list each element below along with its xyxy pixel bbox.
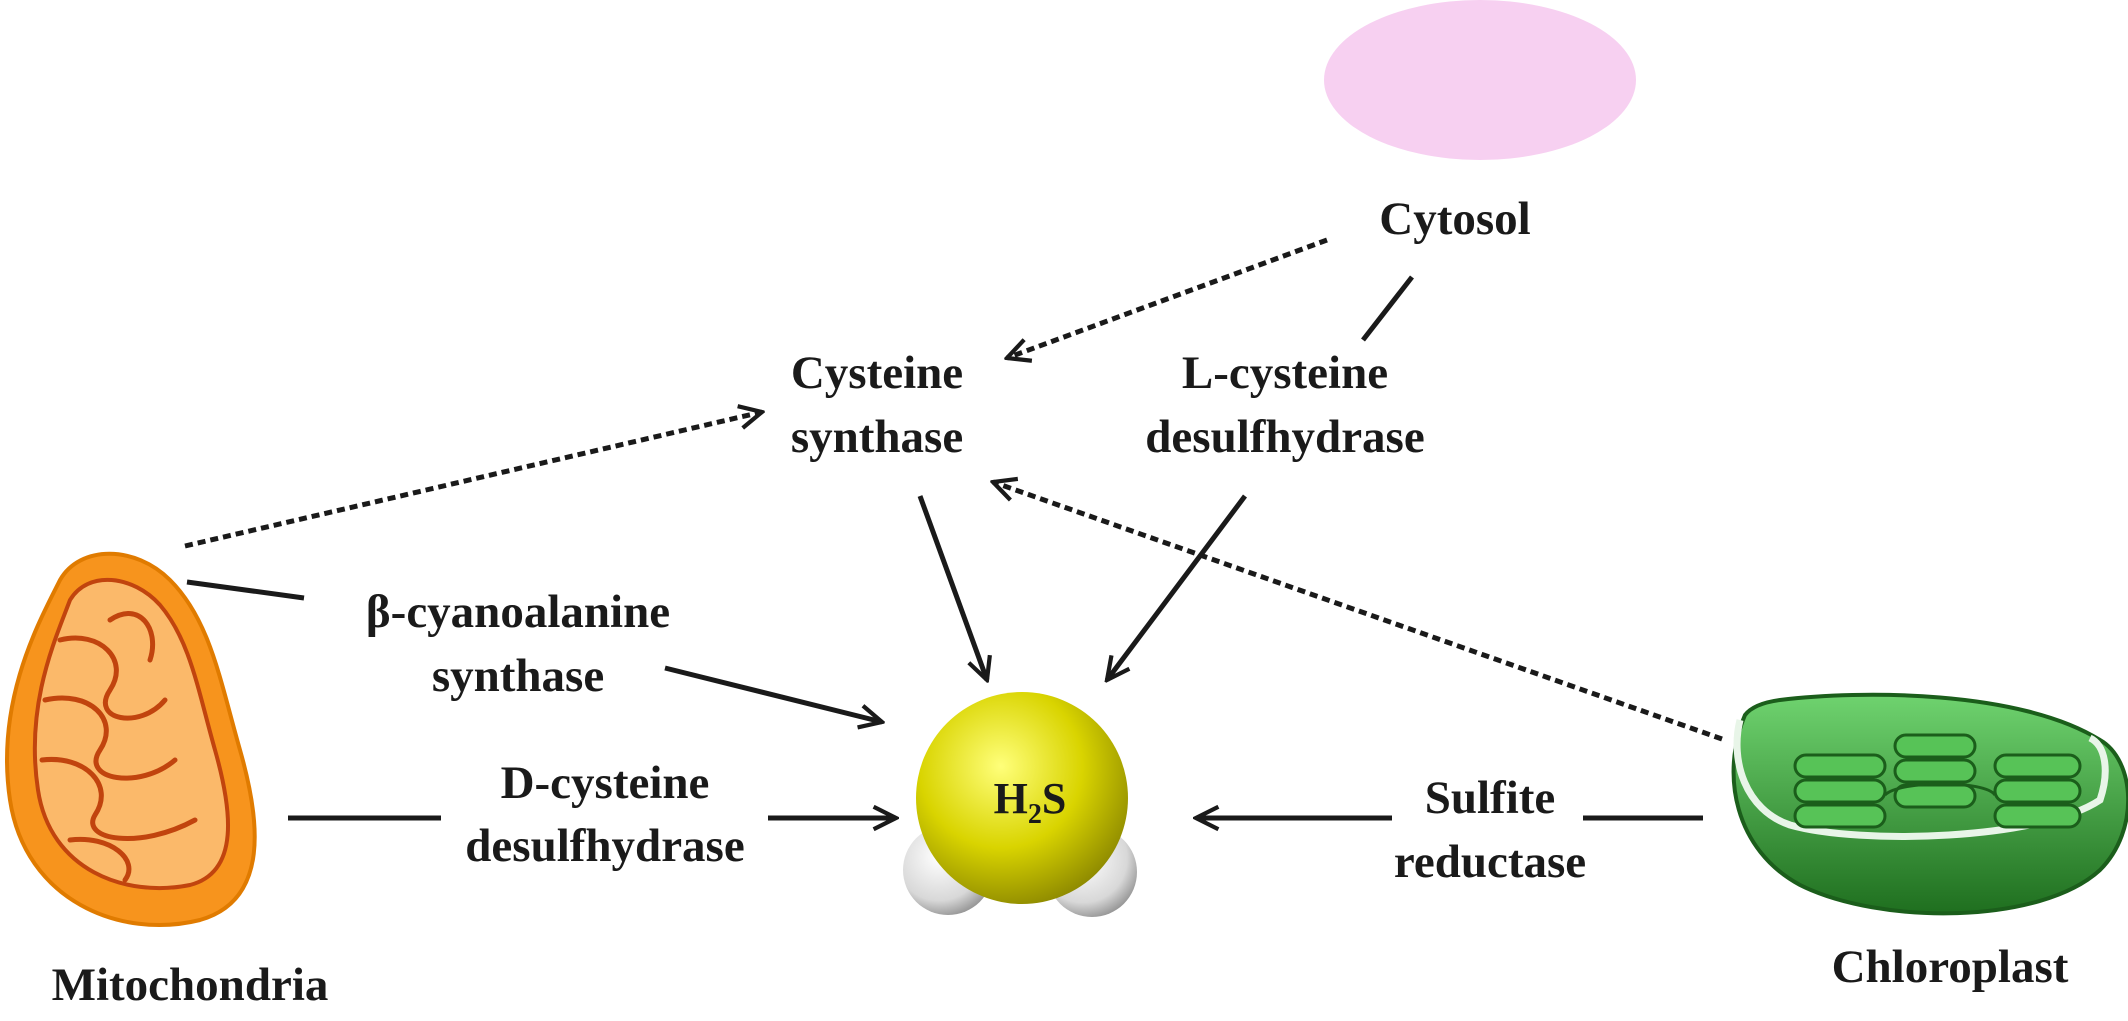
h2s-formula-label: H2S <box>994 774 1067 830</box>
beta-cyanoalanine-synthase-label-line1: β-cyanoalanine <box>366 586 670 638</box>
h2s-h: H <box>994 774 1028 823</box>
mitochondria-label: Mitochondria <box>52 959 329 1011</box>
h2s-molecule-icon <box>903 692 1137 917</box>
cytosol-icon <box>1324 0 1636 160</box>
mitochondria-connector <box>186 579 305 601</box>
beta-cyanoalanine-synthase-to-h2s-arrow <box>664 665 882 722</box>
chloroplast-label: Chloroplast <box>1832 941 2069 993</box>
l-cysteine-desulfhydrase-to-h2s-arrow <box>1107 494 1247 680</box>
h2s-subscript: 2 <box>1028 799 1042 830</box>
cysteine-synthase-to-h2s-arrow <box>917 495 987 680</box>
sulfite-reductase-label-line1: Sulfite <box>1425 772 1556 824</box>
d-cysteine-desulfhydrase-label-line2: desulfhydrase <box>465 820 744 872</box>
cysteine-synthase-label-line2: synthase <box>791 411 963 463</box>
d-cysteine-desulfhydrase-label-line1: D-cysteine <box>501 757 710 809</box>
mitochondria-icon <box>5 551 257 927</box>
chloroplast-icon <box>1731 692 2128 916</box>
sulfite-reductase-label-line2: reductase <box>1394 836 1586 888</box>
cytosol-label: Cytosol <box>1379 193 1530 245</box>
beta-cyanoalanine-synthase-label-line2: synthase <box>432 650 604 702</box>
mitochondria-to-cysteine-synthase-arrow <box>184 412 762 549</box>
cysteine-synthase-label-line1: Cysteine <box>791 347 963 399</box>
cytosol-connector <box>1361 275 1414 342</box>
h2s-s: S <box>1042 774 1066 823</box>
chloroplast-to-cysteine-synthase-arrow <box>993 482 1723 742</box>
cytosol-to-cysteine-synthase-arrow <box>1007 237 1328 358</box>
l-cysteine-desulfhydrase-label-line1: L-cysteine <box>1182 347 1388 399</box>
l-cysteine-desulfhydrase-label-line2: desulfhydrase <box>1145 411 1424 463</box>
